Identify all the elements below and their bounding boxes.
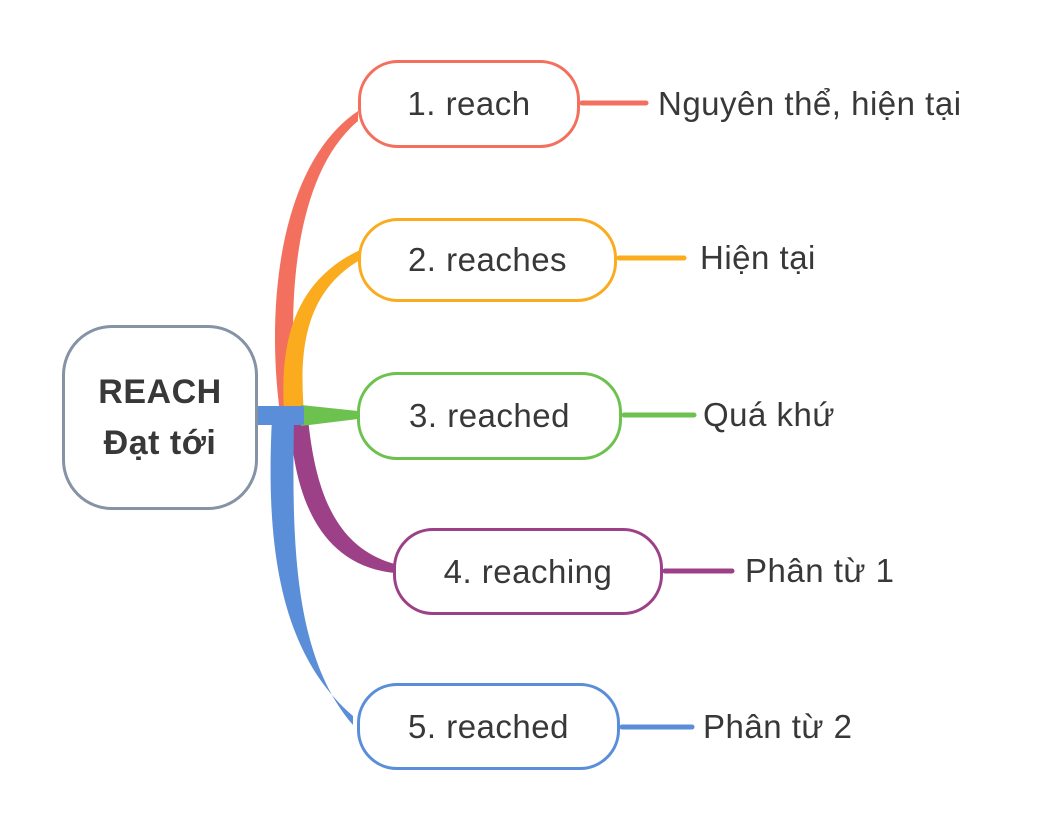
annotation-3: Quá khứ: [703, 396, 835, 433]
annotation-2: Hiện tại: [700, 239, 816, 276]
central-topic[interactable]: REACH Đạt tới: [62, 325, 258, 510]
topic-node-2[interactable]: 2. reaches: [358, 218, 617, 302]
topic-node-1[interactable]: 1. reach: [358, 60, 580, 148]
trunk-stub: [254, 406, 304, 425]
topic-node-3-label: 3. reached: [409, 397, 570, 434]
branch-curve-2: [283, 250, 360, 414]
annotation-4: Phân từ 1: [745, 552, 895, 589]
topic-node-5[interactable]: 5. reached: [357, 683, 620, 770]
topic-node-5-label: 5. reached: [408, 707, 569, 745]
branch-curve-4: [290, 418, 395, 573]
annotation-1: Nguyên thể, hiện tại: [658, 85, 962, 122]
central-topic-title: REACH: [98, 372, 222, 411]
branch-curve-1: [274, 111, 358, 416]
annotation-5: Phân từ 2: [703, 708, 853, 745]
topic-node-1-label: 1. reach: [407, 85, 531, 122]
central-topic-subtitle: Đạt tới: [103, 423, 217, 462]
topic-node-3[interactable]: 3. reached: [357, 372, 622, 460]
branch-curve-3: [301, 405, 358, 426]
branch-curve-5: [270, 418, 353, 725]
topic-node-2-label: 2. reaches: [407, 241, 568, 278]
topic-node-4[interactable]: 4. reaching: [393, 528, 663, 615]
topic-node-4-label: 4. reaching: [443, 552, 613, 590]
